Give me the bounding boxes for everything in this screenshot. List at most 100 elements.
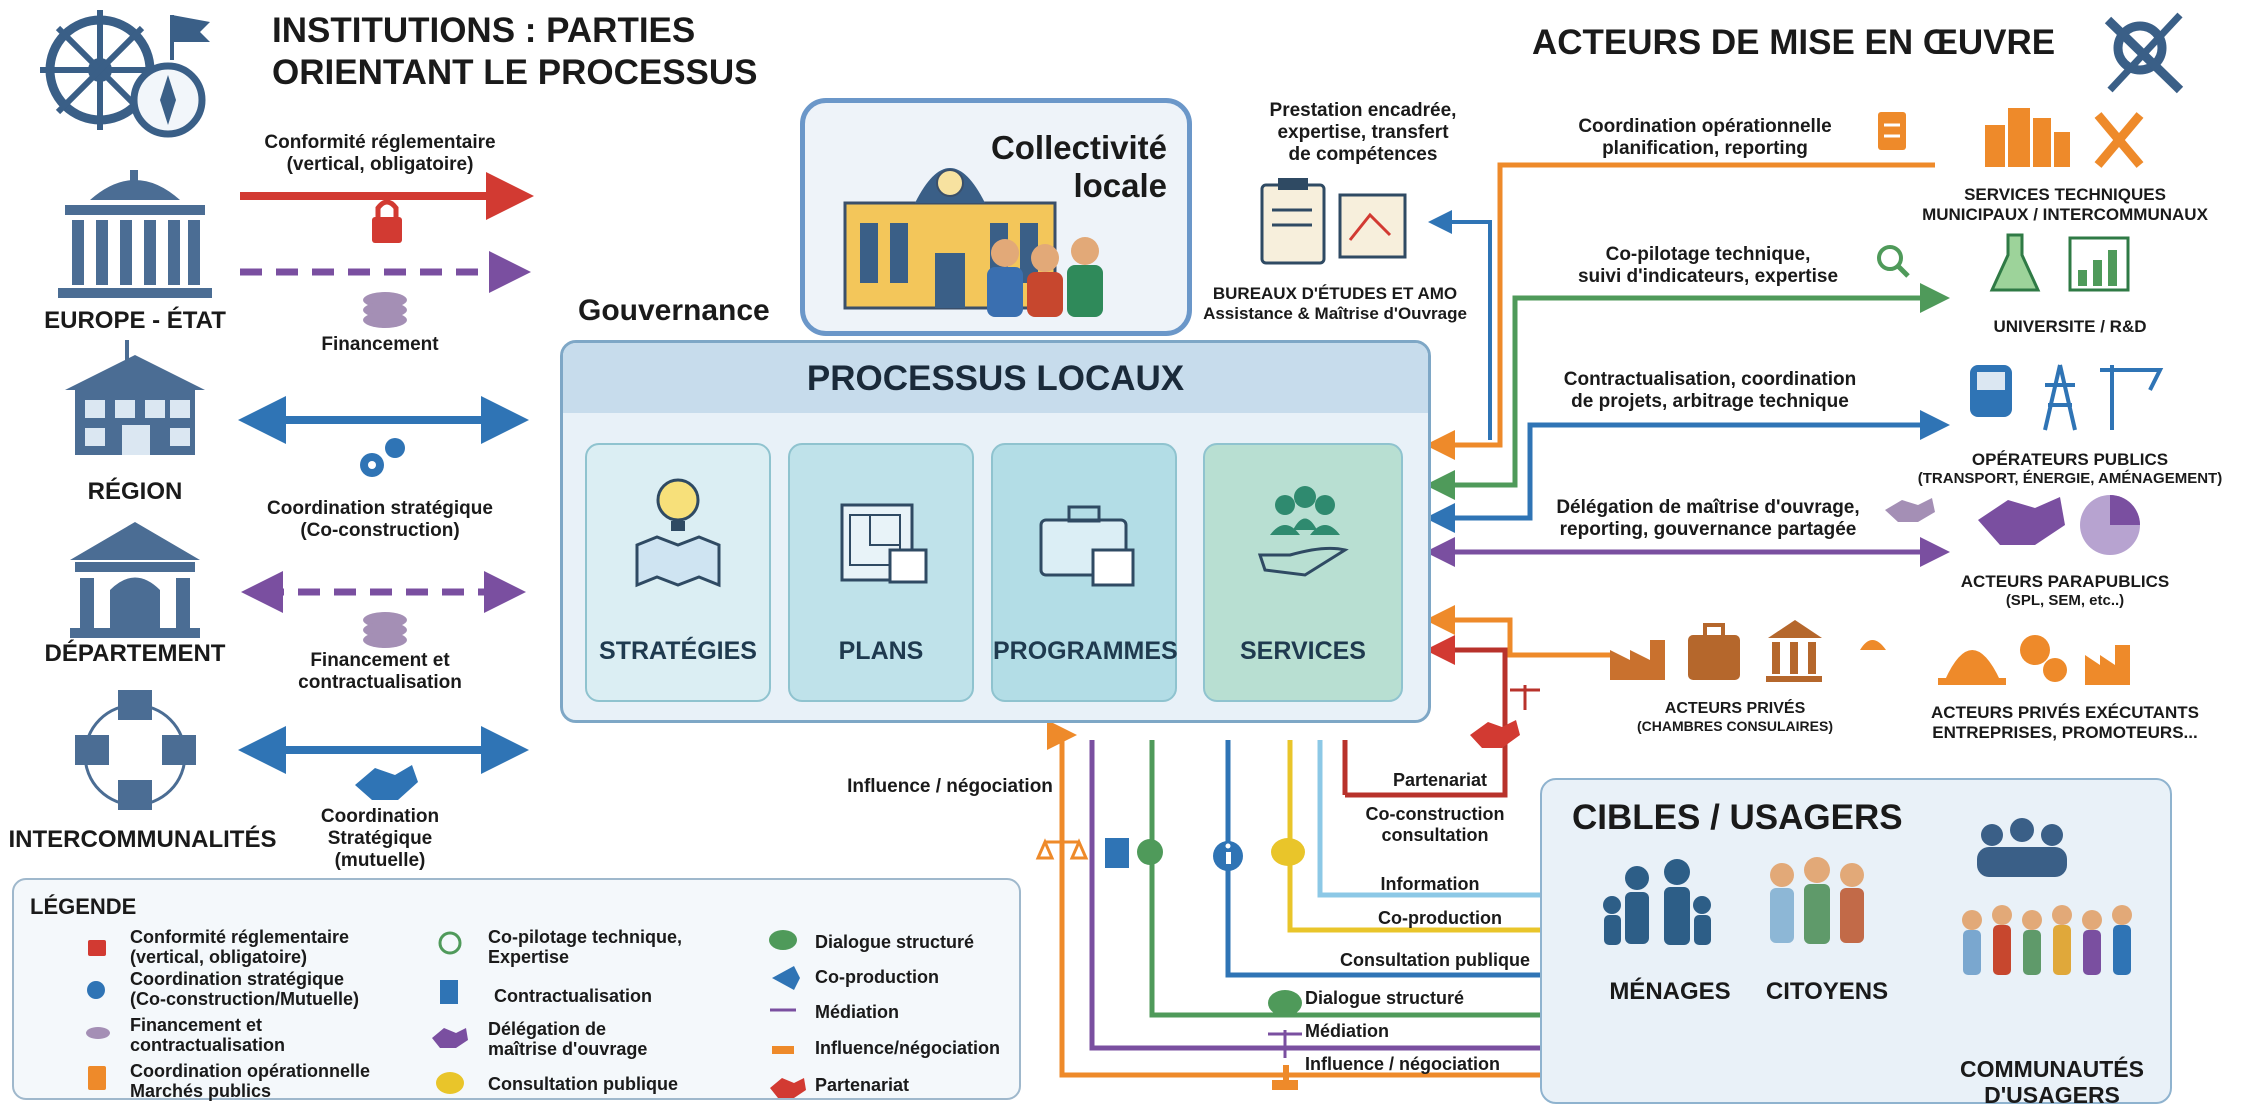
step-programmes: PROGRAMMES bbox=[991, 443, 1178, 702]
cibles-box: CIBLES / USAGERS MÉNAGES CITOYENS COMM bbox=[1540, 778, 2172, 1108]
gavel-icon bbox=[1272, 1065, 1298, 1090]
crowd-icon bbox=[1977, 818, 2067, 877]
label-parapublics: ACTEURS PARAPUBLICS(SPL, SEM, etc..) bbox=[1960, 572, 2170, 609]
label-consultation: Consultation publique bbox=[1340, 950, 1530, 970]
legend-item-dialogue: Dialogue structuré bbox=[815, 932, 975, 952]
clipboard-icon bbox=[1260, 178, 1326, 265]
handshake-red-icon bbox=[1470, 720, 1520, 748]
factory-icon bbox=[1610, 640, 1665, 680]
processus-box: PROCESSUS LOCAUX STRATÉGIES PLANS PROGRA… bbox=[560, 340, 1431, 723]
processus-title: PROCESSUS LOCAUX bbox=[806, 359, 1185, 398]
label-influence-2: Influence / négociation bbox=[1305, 1054, 1501, 1074]
clipboard-checklist-icon bbox=[1878, 112, 1906, 150]
processus-header bbox=[563, 343, 1428, 413]
legend-item-consultation: Consultation publique bbox=[488, 1074, 678, 1094]
left-title-line-2: ORIENTANT LE PROCESSUS bbox=[272, 53, 758, 92]
people-icon bbox=[987, 237, 1103, 317]
document-icon bbox=[1105, 838, 1129, 868]
magnifier-icon bbox=[1877, 245, 1910, 278]
family-icon bbox=[1603, 859, 1711, 945]
label-prestation: Prestation encadrée,expertise, transfert… bbox=[1269, 100, 1457, 165]
capitol-icon bbox=[58, 170, 212, 298]
label-copilotage: Co-pilotage technique,suivi d'indicateur… bbox=[1577, 244, 1839, 287]
step-plans-label: PLANS bbox=[838, 637, 924, 665]
wrench-screwdriver-icon bbox=[2094, 112, 2144, 168]
label-mediation: Médiation bbox=[1305, 1021, 1389, 1041]
pie-chart-icon bbox=[2080, 495, 2140, 555]
label-partenariat: Partenariat bbox=[1392, 770, 1488, 790]
step-services-label: SERVICES bbox=[1240, 637, 1366, 665]
legend-speech-icon bbox=[436, 1072, 464, 1094]
institution-region: RÉGION bbox=[87, 478, 183, 505]
lightbulb-icon bbox=[635, 478, 721, 588]
blueprint-icon bbox=[840, 503, 928, 584]
legend-item-conformite: Conformité réglementaire(vertical, oblig… bbox=[130, 927, 350, 967]
citizens-icon bbox=[1770, 857, 1864, 944]
lock-icon bbox=[372, 199, 402, 243]
departement-building-icon bbox=[70, 522, 200, 638]
legend-document-icon bbox=[440, 980, 458, 1004]
label-operateurs: OPÉRATEURS PUBLICS(TRANSPORT, ÉNERGIE, A… bbox=[1917, 450, 2223, 487]
gear-orange-icon bbox=[2020, 635, 2067, 682]
cibles-icons bbox=[1603, 818, 2132, 975]
power-tower-icon bbox=[2043, 364, 2077, 431]
tools-gear-icon bbox=[2104, 12, 2184, 94]
legend-item-influence: Influence/négociation bbox=[815, 1038, 1001, 1058]
label-information: Information bbox=[1380, 874, 1480, 894]
label-dialogue: Dialogue structuré bbox=[1305, 988, 1465, 1008]
town-hall-icon bbox=[843, 168, 1103, 317]
step-plans: PLANS bbox=[788, 443, 974, 702]
legend-gears-icon bbox=[87, 981, 105, 999]
briefcase-brown-icon bbox=[1688, 623, 1740, 680]
step-strategies-label: STRATÉGIES bbox=[599, 637, 757, 665]
handshake-icon bbox=[355, 765, 418, 800]
handshake-large-icon bbox=[1978, 497, 2065, 545]
dialogue-green-icon bbox=[1268, 990, 1302, 1016]
legend-clipboard-icon bbox=[88, 1066, 106, 1090]
label-citoyens: CITOYENS bbox=[1765, 978, 1889, 1005]
step-services: SERVICES bbox=[1203, 443, 1403, 702]
institution-intercommunalites: INTERCOMMUNALITÉS bbox=[8, 826, 277, 853]
label-prives: ACTEURS PRIVÉS(CHAMBRES CONSULAIRES) bbox=[1637, 700, 1833, 735]
chat-bubbles-icon bbox=[1137, 839, 1163, 865]
region-building-icon bbox=[65, 340, 205, 455]
legend-item-partenariat: Partenariat bbox=[815, 1075, 910, 1095]
scales-red-icon bbox=[1510, 685, 1540, 710]
briefcase-icon bbox=[1039, 505, 1135, 587]
intercommunalites-icon bbox=[75, 690, 196, 810]
label-menages: MÉNAGES bbox=[1609, 978, 1731, 1005]
label-delegation: Délégation de maîtrise d'ouvrage,reporti… bbox=[1556, 497, 1860, 540]
institution-departement: DÉPARTEMENT bbox=[44, 640, 226, 667]
label-coproduction: Co-production bbox=[1378, 908, 1502, 928]
handshake-icon-right bbox=[1885, 498, 1935, 522]
legend-coproduction-icon bbox=[772, 966, 800, 990]
legend-item-copilotage: Co-pilotage technique,Expertise bbox=[488, 927, 683, 967]
left-title-line-1: INSTITUTIONS : PARTIES bbox=[272, 11, 696, 50]
step-programmes-label: PROGRAMMES bbox=[993, 637, 1178, 665]
coins-icon-2 bbox=[363, 612, 407, 648]
legend-item-contract: Contractualisation bbox=[494, 986, 653, 1006]
label-financement: Financement bbox=[321, 334, 439, 355]
legend-dialogue-icon bbox=[769, 930, 797, 950]
community-icon bbox=[1962, 905, 2132, 975]
coins-icon bbox=[363, 292, 407, 328]
speech-bubble-icon bbox=[1271, 838, 1305, 866]
legend-item-coordination: Coordination stratégique(Co-construction… bbox=[130, 969, 359, 1009]
legend-coins-icon bbox=[86, 1027, 110, 1039]
cibles-title: CIBLES / USAGERS bbox=[1572, 798, 1903, 837]
factory-orange-icon bbox=[2085, 645, 2130, 685]
legend-lock-icon bbox=[88, 940, 106, 956]
label-conformite: Conformité réglementaire(vertical, oblig… bbox=[264, 132, 496, 175]
institution-europe-etat: EUROPE - ÉTAT bbox=[44, 307, 226, 334]
legend-box: LÉGENDE bbox=[12, 878, 1021, 1100]
